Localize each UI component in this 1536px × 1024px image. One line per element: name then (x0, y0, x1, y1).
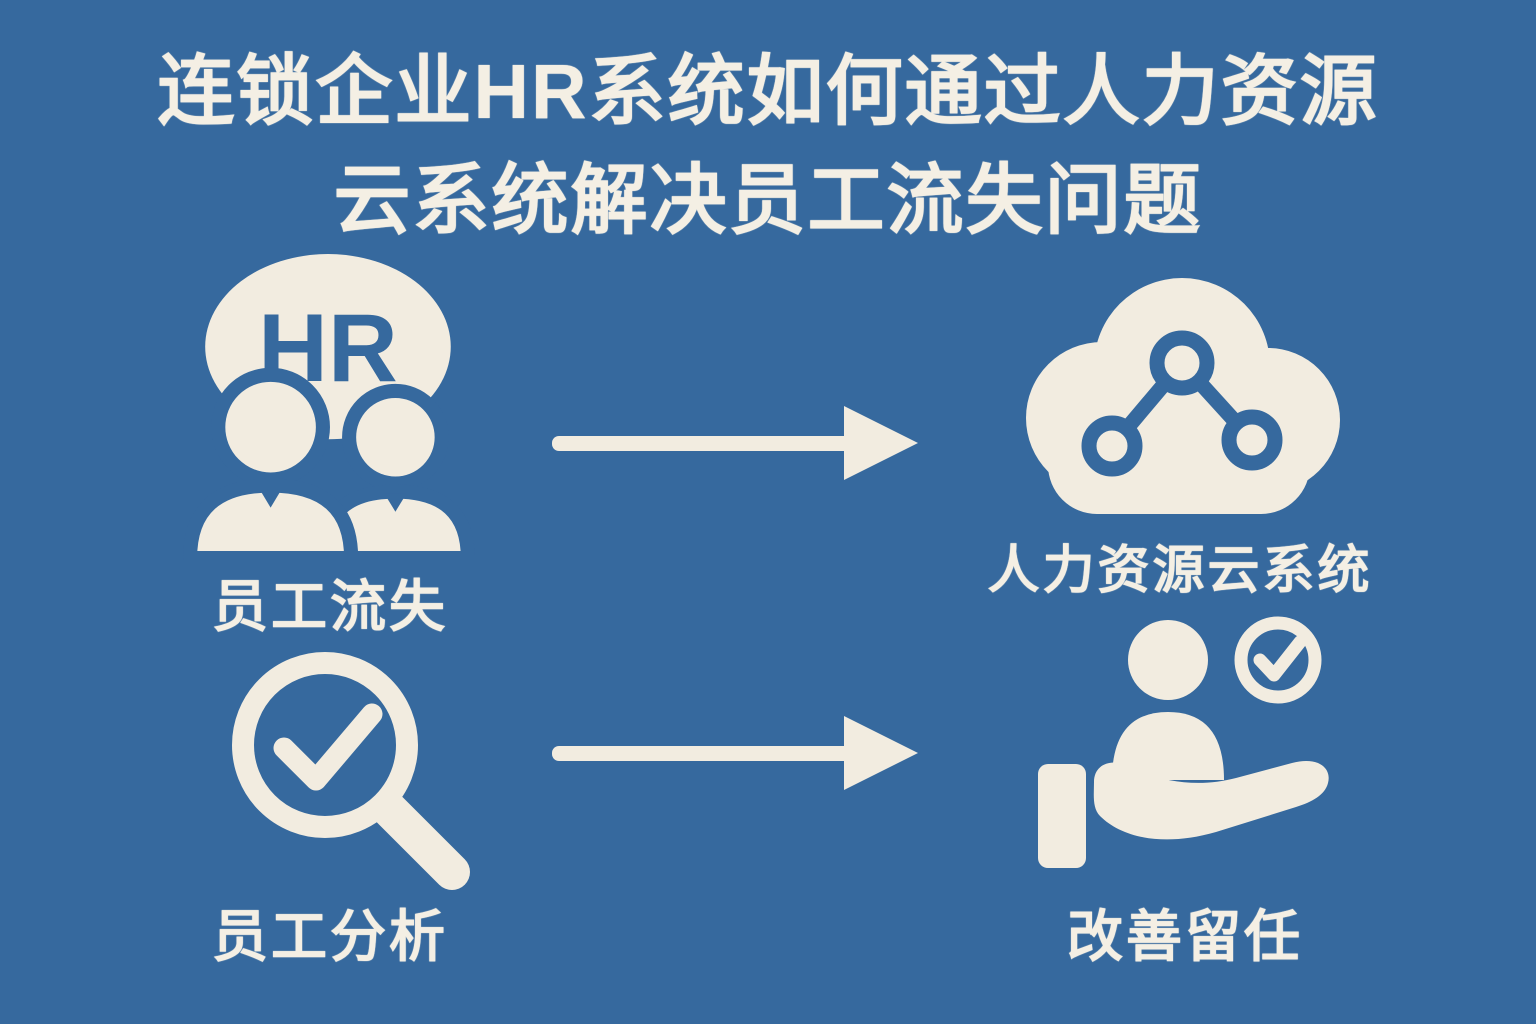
page-title: 连锁企业HR系统如何通过人力资源 云系统解决员工流失问题 (0, 38, 1536, 257)
arrow-right-icon (552, 708, 922, 798)
page-title-line-1: 连锁企业HR系统如何通过人力资源 (157, 49, 1379, 135)
page-title-line-2: 云系统解决员工流失问题 (333, 158, 1203, 245)
source-label-row1: 员工流失 (212, 575, 448, 638)
target-label-row2: 改善留任 (1067, 905, 1303, 968)
retention-hand-icon (1020, 612, 1350, 874)
cloud-network-icon (990, 268, 1360, 518)
target-label-row1: 人力资源云系统 (987, 542, 1373, 600)
magnifier-check-icon (222, 642, 477, 892)
source-label-row2: 员工分析 (212, 905, 448, 968)
hr-people-icon: HR (168, 248, 498, 560)
arrow-right-icon (552, 398, 922, 488)
